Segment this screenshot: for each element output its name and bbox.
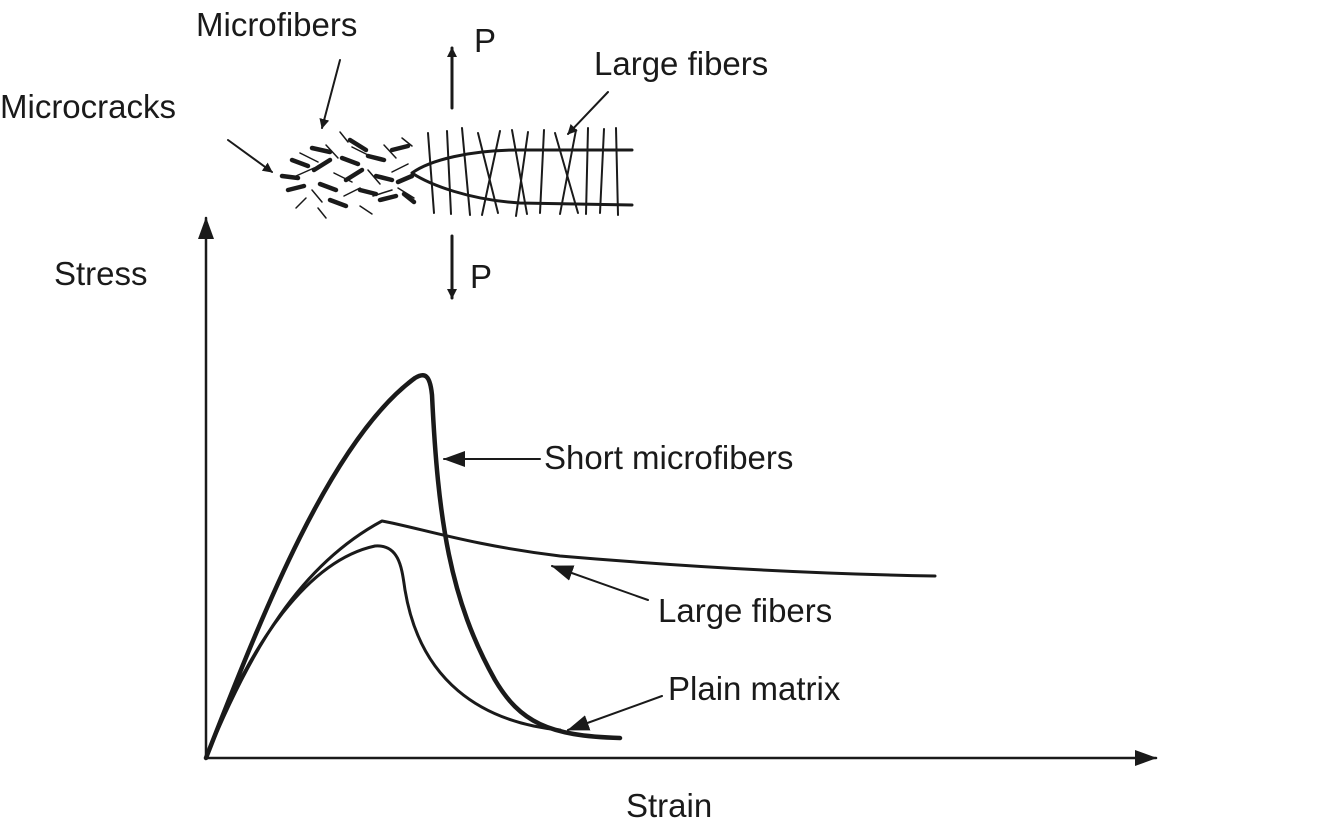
microcracks-label: Microcracks (0, 88, 176, 125)
load-top-label: P (474, 22, 496, 59)
large-fibers-curve (204, 519, 937, 760)
load-bottom-label: P (470, 258, 492, 295)
large-fibers-curve-label: Large fibers (658, 592, 832, 629)
microfibers-leader (319, 59, 341, 129)
large-fibers-curve-leader (551, 565, 649, 601)
plain-matrix-curve (204, 544, 562, 760)
large-fibers-leader (567, 91, 609, 135)
short-microfibers-label: Short microfibers (544, 439, 793, 476)
stress-axis-label: Stress (54, 255, 148, 292)
strain-axis-label: Strain (626, 787, 712, 823)
stress-strain-plot: Stress Strain Short microfibers Large fi… (54, 216, 1158, 823)
large-fiber-bridges (427, 127, 619, 217)
specimen-sketch: Microfibers Large fibers Microcracks P P (0, 6, 768, 300)
microfiber-strokes (279, 137, 417, 209)
microfibers-label: Microfibers (196, 6, 357, 43)
short-microfibers-curve (203, 373, 623, 761)
plain-matrix-leader (567, 695, 663, 731)
plain-matrix-label: Plain matrix (668, 670, 841, 707)
microcracks-leader (227, 139, 273, 173)
large-fibers-top-label: Large fibers (594, 45, 768, 82)
